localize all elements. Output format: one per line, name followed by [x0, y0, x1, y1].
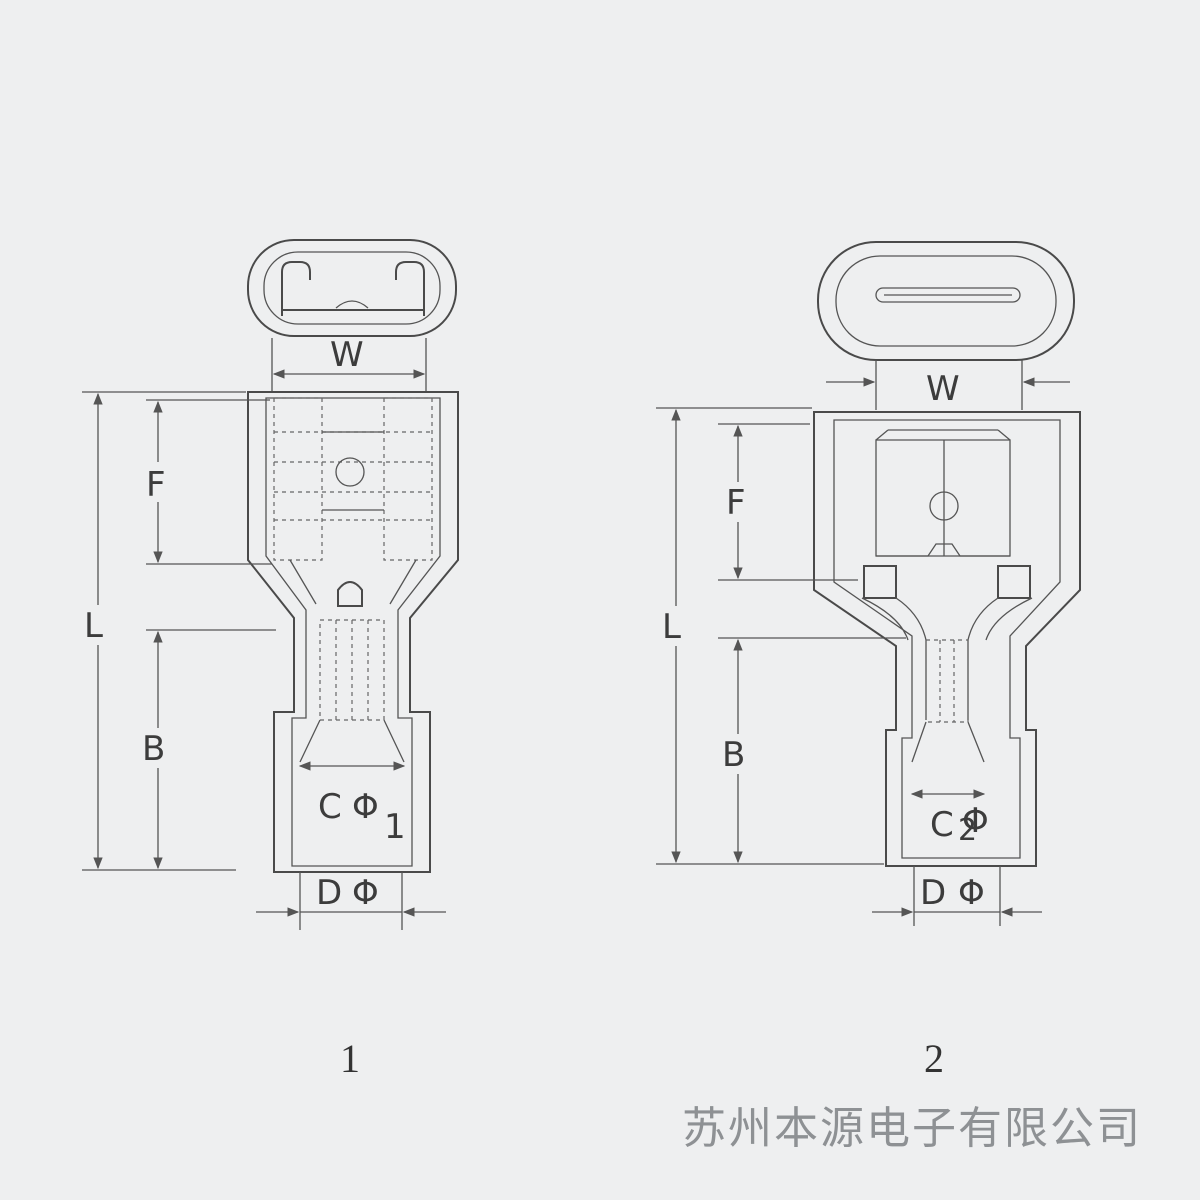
- figure-1-top-view: [247, 239, 457, 337]
- figure-1-label-phi-d: Φ: [352, 873, 379, 913]
- figure-2: W: [656, 241, 1081, 1081]
- figure-1-label-l: L: [84, 606, 103, 646]
- figure-1-contact-hole: [335, 457, 365, 487]
- figure-2-dim-f: F: [718, 423, 858, 581]
- figure-1-label-f: F: [146, 465, 166, 505]
- figure-1-label-b: B: [142, 729, 165, 769]
- figure-1-label-w: W: [330, 335, 364, 375]
- figure-1-label-sub-c: 1: [384, 807, 406, 847]
- company-watermark: 苏州本源电子有限公司: [682, 1103, 1142, 1154]
- figure-2-dim-b: B: [718, 637, 906, 864]
- figure-2-label-l: L: [662, 607, 681, 647]
- figure-2-label-w: W: [926, 369, 960, 409]
- figure-2-label-c: C: [930, 805, 954, 845]
- figure-2-label-d: D: [920, 873, 946, 913]
- figure-1-number: 1: [340, 1036, 360, 1081]
- figure-1-label-phi-c: Φ: [352, 787, 379, 827]
- figure-1-dim-f: F: [140, 399, 272, 565]
- figure-1-lance: [337, 581, 363, 607]
- figure-2-label-f: F: [726, 483, 746, 523]
- figure-1-dim-l: L: [80, 391, 246, 871]
- figure-2-tab-left: [863, 565, 897, 599]
- figure-2-dim-w: W: [826, 360, 1070, 410]
- figure-1-dim-c: C Φ 1: [298, 761, 406, 847]
- figure-1-label-d: D: [316, 873, 342, 913]
- figure-2-dim-c: C Φ 2: [910, 789, 989, 848]
- figure-2-dim-d: D Φ: [872, 866, 1042, 926]
- figure-1-dim-w: W: [271, 335, 427, 392]
- figure-2-label-sub-c: 2: [958, 813, 977, 848]
- figure-1-dim-d: D Φ: [256, 872, 446, 930]
- figure-2-body: [813, 411, 1081, 867]
- figure-1-label-c: C: [318, 787, 342, 827]
- figure-1-body: [247, 391, 459, 873]
- figure-2-label-phi-d: Φ: [958, 873, 985, 913]
- figure-2-label-phi-c: Φ: [962, 801, 989, 841]
- figure-2-top-view: [817, 241, 1075, 361]
- figure-1: W: [80, 239, 459, 1081]
- figure-2-number: 2: [924, 1036, 944, 1081]
- figure-2-label-b: B: [722, 735, 745, 775]
- figure-1-dim-b: B: [140, 629, 276, 870]
- figure-2-tab-right: [997, 565, 1031, 599]
- figure-2-dim-l: L: [656, 407, 884, 865]
- figure-2-contact-hole: [929, 491, 959, 521]
